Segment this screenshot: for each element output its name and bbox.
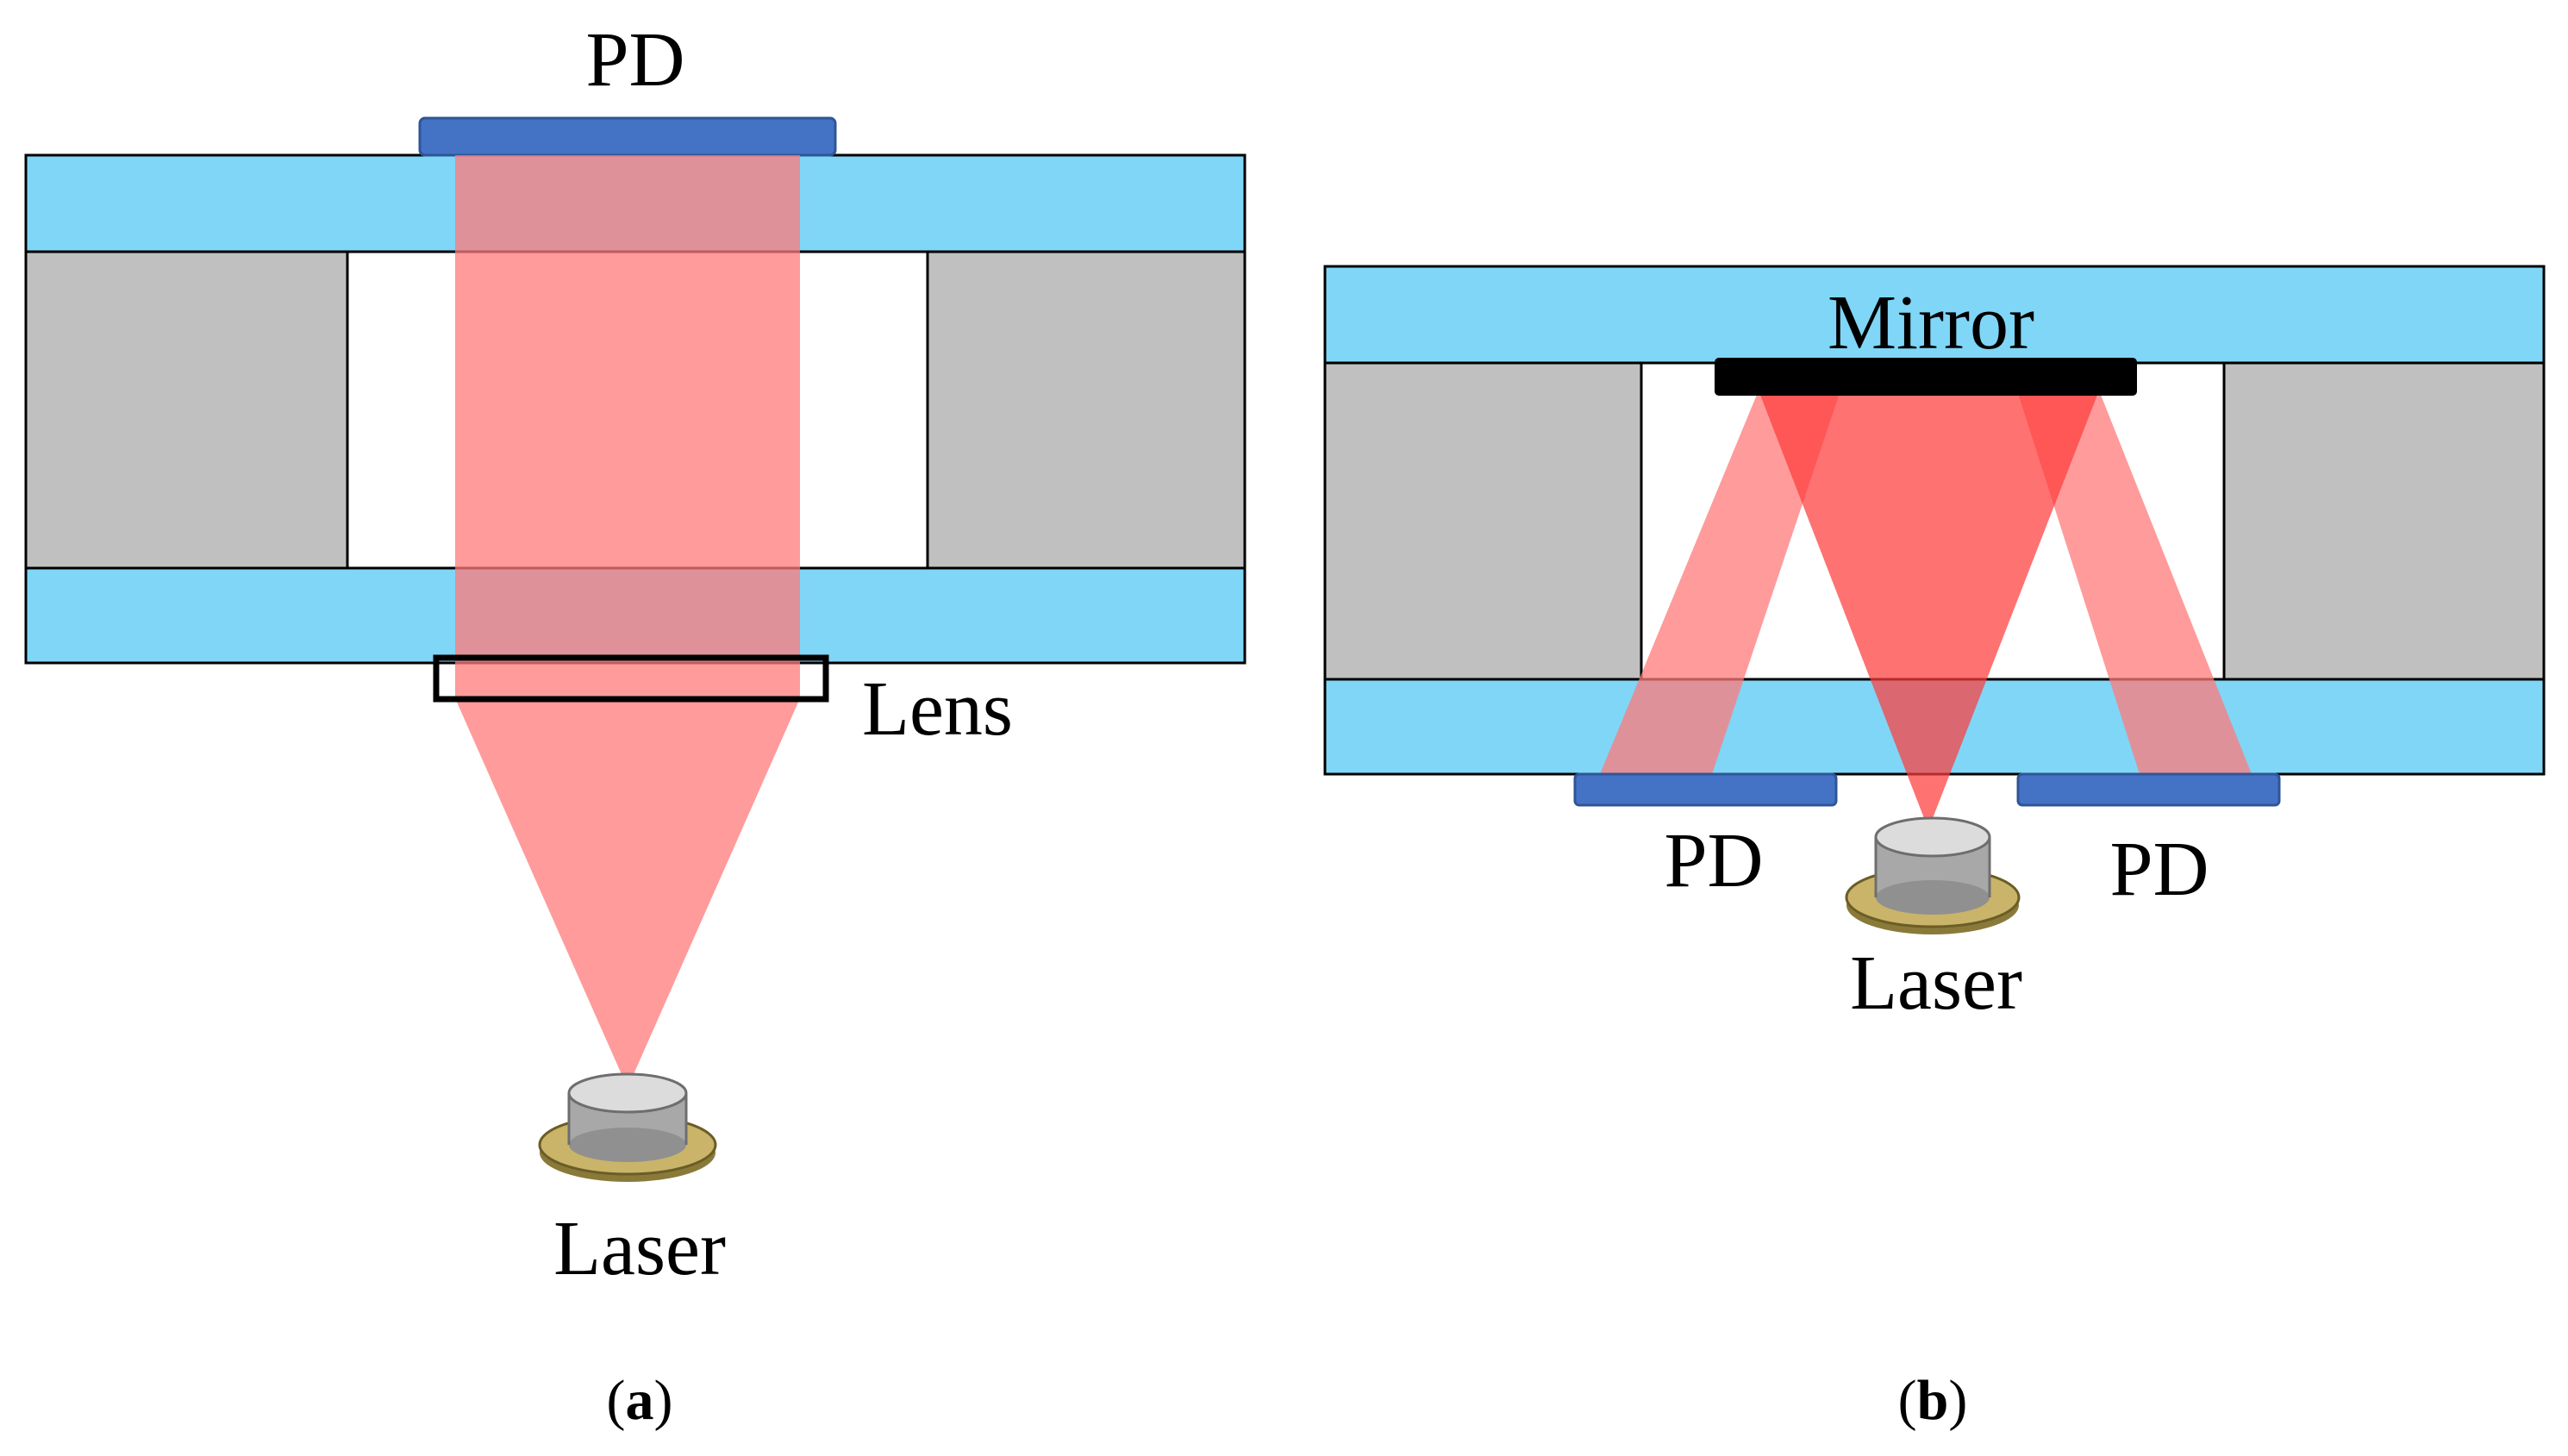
panel-b: Mirror PD PD Laser (b) — [1323, 265, 2546, 1432]
diverging-beam — [455, 698, 800, 1088]
reflected-beam-left — [1600, 391, 1840, 774]
left-spacer-block-b — [1323, 361, 1643, 681]
photodiode-right — [2016, 772, 2281, 807]
reflected-beam-right — [2017, 391, 2252, 774]
lens-outline — [433, 654, 829, 703]
laser-label: Laser — [553, 1206, 726, 1291]
pd-label: PD — [585, 17, 684, 103]
laser-diode-a — [538, 1072, 717, 1182]
mirror-label: Mirror — [1828, 280, 2034, 366]
lens-label: Lens — [862, 666, 1013, 752]
pd-right-label: PD — [2109, 827, 2209, 912]
mirror — [1715, 358, 2137, 396]
caption-b: (b) — [1898, 1369, 1968, 1432]
photodiode-top — [418, 116, 837, 157]
laser-diode-b — [1845, 816, 2021, 934]
top-glass-plate-b — [1323, 265, 2546, 365]
pd-left-label: PD — [1664, 818, 1763, 903]
caption-a: (a) — [607, 1369, 673, 1432]
laser-label-b: Laser — [1850, 940, 2022, 1026]
left-spacer-block — [24, 250, 349, 570]
panel-a: PD Lens Laser (a) — [24, 17, 1247, 1432]
incident-beam — [1759, 391, 2099, 829]
photodiode-left — [1573, 772, 1838, 807]
right-spacer-block-b — [2222, 361, 2546, 681]
right-spacer-block — [926, 250, 1247, 570]
collimated-beam — [455, 155, 800, 698]
